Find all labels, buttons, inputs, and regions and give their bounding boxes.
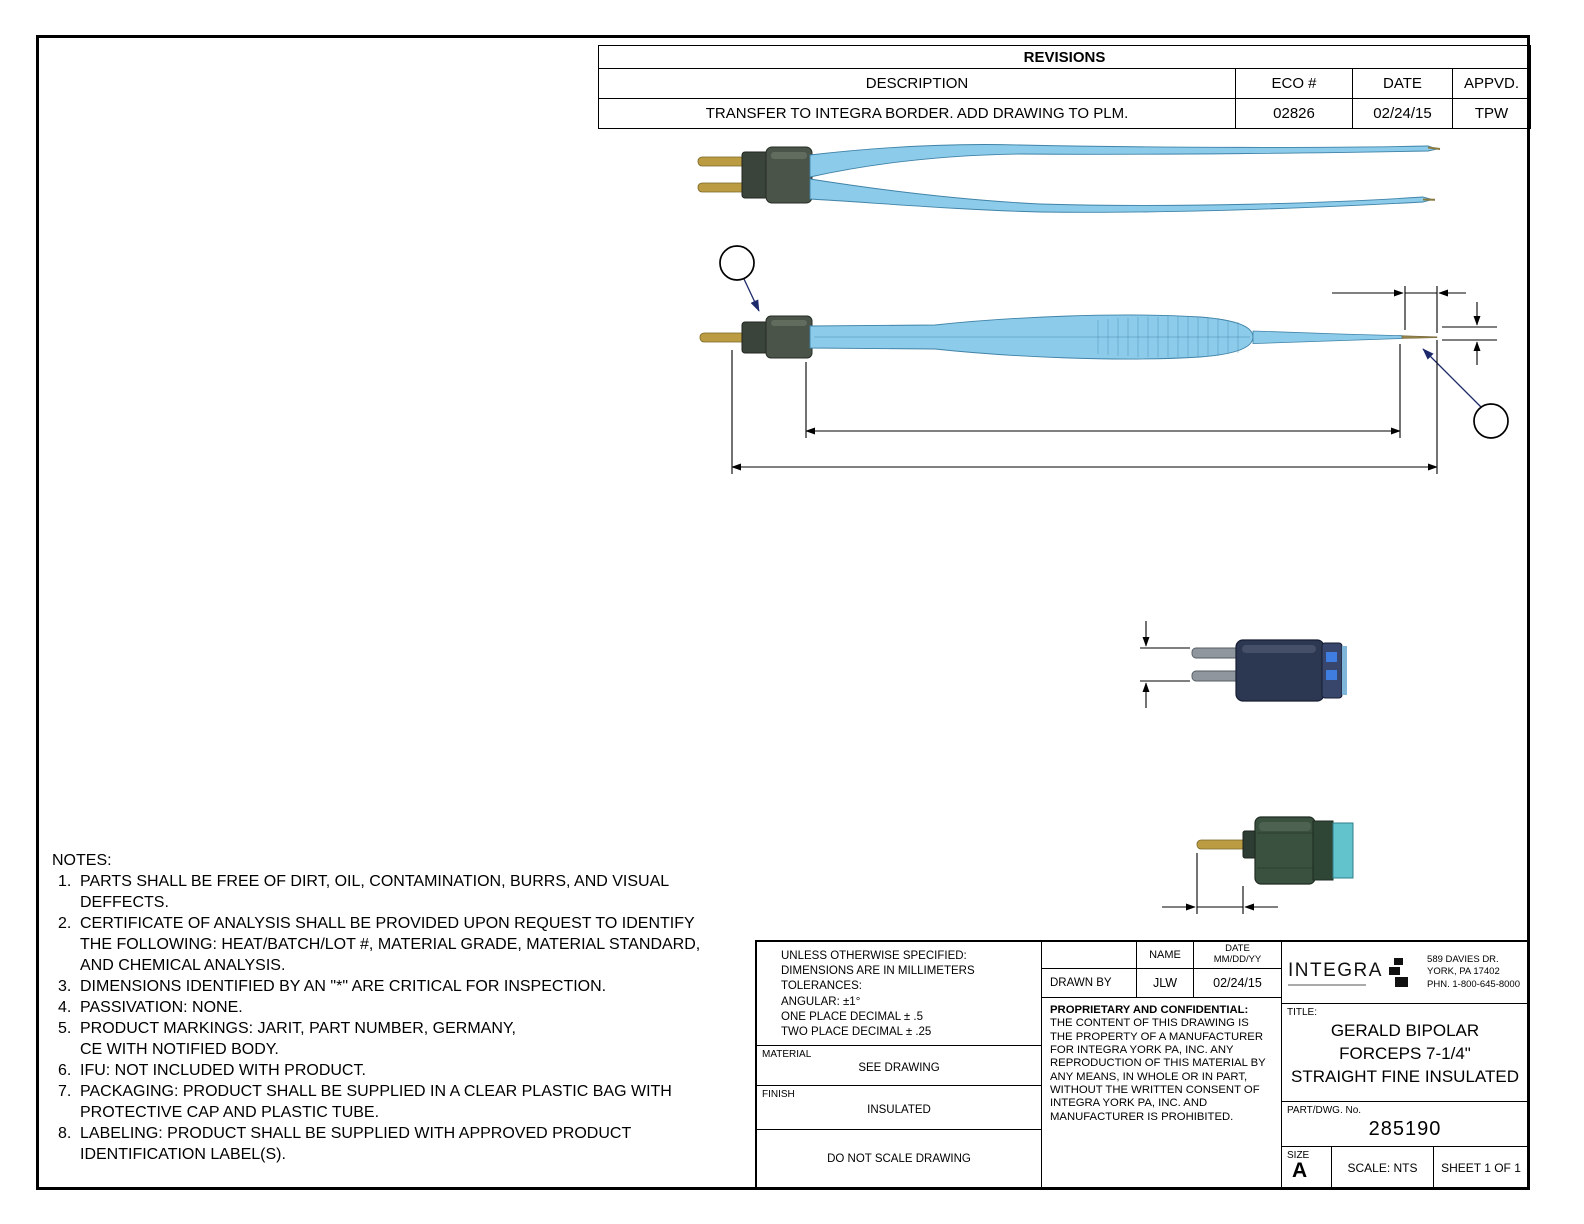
note-number: 1. xyxy=(58,873,72,890)
proprietary-notice: PROPRIETARY AND CONFIDENTIAL: THE CONTEN… xyxy=(1042,998,1282,1188)
revision-date: 02/24/15 xyxy=(1352,98,1453,129)
material-label: MATERIAL xyxy=(762,1049,812,1060)
drawn-by-date: 02/24/15 xyxy=(1194,969,1282,998)
size-label: SIZE xyxy=(1287,1150,1310,1161)
title-block: UNLESS OTHERWISE SPECIFIED: DIMENSIONS A… xyxy=(755,940,1530,1190)
part-number: 285190 xyxy=(1368,1118,1442,1140)
drawing-title-line3: STRAIGHT FINE INSULATED xyxy=(1291,1066,1519,1086)
revisions-col-description: DESCRIPTION xyxy=(598,68,1236,99)
revision-row: TRANSFER TO INTEGRA BORDER. ADD DRAWING … xyxy=(598,98,1531,129)
tolerance-line: DIMENSIONS ARE IN MILLIMETERS xyxy=(781,965,975,978)
title-label: TITLE: xyxy=(1287,1007,1318,1018)
header-blank-cell xyxy=(1042,942,1137,969)
logo-tagline xyxy=(1288,983,1366,986)
drawing-title: GERALD BIPOLAR FORCEPS 7-1/4" STRAIGHT F… xyxy=(1282,1020,1528,1089)
note-item-8: 8. LABELING: PRODUCT SHALL BE SUPPLIED W… xyxy=(50,1123,710,1165)
drawing-title-cell: TITLE: GERALD BIPOLAR FORCEPS 7-1/4" STR… xyxy=(1282,1004,1528,1102)
revision-description: TRANSFER TO INTEGRA BORDER. ADD DRAWING … xyxy=(598,98,1236,129)
tolerance-line: ONE PLACE DECIMAL ± .5 xyxy=(781,1010,924,1023)
note-item-3: 3. DIMENSIONS IDENTIFIED BY AN "*" ARE C… xyxy=(50,976,710,997)
part-number-label: PART/DWG. No. xyxy=(1287,1105,1362,1116)
company-address: 589 DAVIES DR. YORK, PA 17402 PHN. 1-800… xyxy=(1427,954,1522,991)
note-item-1: 1. PARTS SHALL BE FREE OF DIRT, OIL, CON… xyxy=(50,871,710,913)
note-item-7: 7. PACKAGING: PRODUCT SHALL BE SUPPLIED … xyxy=(50,1081,710,1123)
tolerance-line: TOLERANCES: xyxy=(781,980,862,993)
tolerance-line: TWO PLACE DECIMAL ± .25 xyxy=(781,1025,932,1038)
note-number: 4. xyxy=(58,999,72,1016)
revisions-col-eco: ECO # xyxy=(1235,68,1353,99)
tolerances-cell: UNLESS OTHERWISE SPECIFIED: DIMENSIONS A… xyxy=(757,942,1042,1046)
note-number: 6. xyxy=(58,1062,72,1079)
proprietary-title: PROPRIETARY AND CONFIDENTIAL: xyxy=(1050,1004,1249,1016)
note-text: DIMENSIONS IDENTIFIED BY AN "*" ARE CRIT… xyxy=(80,978,607,995)
revisions-table: REVISIONS DESCRIPTION ECO # DATE APPVD. … xyxy=(598,45,1531,129)
drawn-by-name: JLW xyxy=(1137,969,1194,998)
drawn-by-label: DRAWN BY xyxy=(1042,969,1137,998)
revisions-title: REVISIONS xyxy=(598,45,1531,69)
note-item-5: 5. PRODUCT MARKINGS: JARIT, PART NUMBER,… xyxy=(50,1018,710,1060)
size-cell: SIZE A xyxy=(1282,1147,1332,1188)
date-header: DATE MM/DD/YY xyxy=(1194,942,1282,969)
finish-label: FINISH xyxy=(762,1089,795,1100)
company-logo: INTEGRA xyxy=(1288,960,1383,986)
no-scale-text: DO NOT SCALE DRAWING xyxy=(827,1153,971,1165)
name-header: NAME xyxy=(1137,942,1194,969)
note-item-6: 6. IFU: NOT INCLUDED WITH PRODUCT. xyxy=(50,1060,710,1081)
note-item-4: 4. PASSIVATION: NONE. xyxy=(50,997,710,1018)
revision-eco: 02826 xyxy=(1235,98,1353,129)
part-number-cell: PART/DWG. No. 285190 xyxy=(1282,1102,1528,1147)
address-line2: YORK, PA 17402 xyxy=(1427,966,1500,978)
no-scale-cell: DO NOT SCALE DRAWING xyxy=(757,1130,1042,1188)
address-line1: 589 DAVIES DR. xyxy=(1427,953,1499,965)
note-text: PACKAGING: PRODUCT SHALL BE SUPPLIED IN … xyxy=(80,1083,677,1121)
tolerance-line: ANGULAR: ±1° xyxy=(781,995,861,1008)
note-number: 2. xyxy=(58,915,72,932)
revisions-col-appvd: APPVD. xyxy=(1452,68,1531,99)
tolerance-line: UNLESS OTHERWISE SPECIFIED: xyxy=(781,950,967,962)
revisions-col-date: DATE xyxy=(1352,68,1453,99)
company-name: INTEGRA xyxy=(1288,959,1383,981)
notes-title: NOTES: xyxy=(52,852,112,869)
proprietary-text: THE CONTENT OF THIS DRAWING IS THE PROPE… xyxy=(1050,1017,1266,1123)
note-text: CERTIFICATE OF ANALYSIS SHALL BE PROVIDE… xyxy=(80,915,704,974)
revision-appvd: TPW xyxy=(1452,98,1531,129)
drawing-title-line1: GERALD BIPOLAR xyxy=(1330,1021,1480,1040)
scale-cell: SCALE: NTS xyxy=(1332,1147,1434,1188)
note-text: PARTS SHALL BE FREE OF DIRT, OIL, CONTAM… xyxy=(80,873,674,911)
finish-value: INSULATED xyxy=(867,1104,931,1116)
integra-logo-icon xyxy=(1388,957,1408,987)
company-cell: INTEGRA 589 DAVIES DR. YORK, PA 17402 PH… xyxy=(1282,942,1528,1004)
note-number: 7. xyxy=(58,1083,72,1100)
date-header-line1: DATE xyxy=(1225,943,1250,954)
sheet-cell: SHEET 1 OF 1 xyxy=(1441,1160,1521,1175)
date-header-line2: MM/DD/YY xyxy=(1213,953,1262,965)
note-number: 5. xyxy=(58,1020,72,1037)
note-text: LABELING: PRODUCT SHALL BE SUPPLIED WITH… xyxy=(80,1125,636,1163)
note-text: IFU: NOT INCLUDED WITH PRODUCT. xyxy=(80,1062,366,1079)
material-cell: MATERIAL SEE DRAWING xyxy=(757,1046,1042,1086)
drawing-title-line2: FORCEPS 7-1/4" xyxy=(1339,1043,1471,1063)
finish-cell: FINISH INSULATED xyxy=(757,1086,1042,1130)
notes-section: NOTES: 1. PARTS SHALL BE FREE OF DIRT, O… xyxy=(50,850,710,1165)
size-value: A xyxy=(1292,1159,1308,1182)
note-number: 8. xyxy=(58,1125,72,1142)
address-line3: PHN. 1-800-645-8000 xyxy=(1427,978,1520,990)
note-number: 3. xyxy=(58,978,72,995)
note-item-2: 2. CERTIFICATE OF ANALYSIS SHALL BE PROV… xyxy=(50,913,710,976)
material-value: SEE DRAWING xyxy=(858,1062,940,1074)
note-text: PASSIVATION: NONE. xyxy=(80,999,243,1016)
note-text: PRODUCT MARKINGS: JARIT, PART NUMBER, GE… xyxy=(80,1020,516,1058)
